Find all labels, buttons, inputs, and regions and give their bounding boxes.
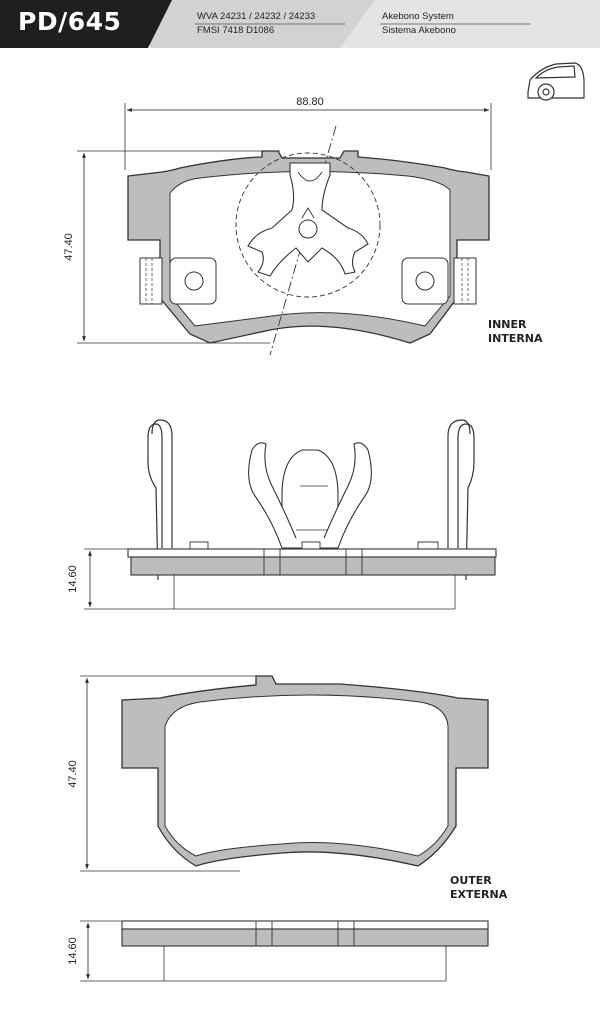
outer-pad-view [80, 675, 489, 872]
wva-references: WVA 24231 / 24232 / 24233 [197, 11, 316, 22]
dimension-thickness-outer: 14.60 [67, 937, 79, 965]
car-rear-wheel-icon [527, 62, 585, 101]
outer-pad-side-view [80, 920, 489, 982]
outer-label-en: OUTER [450, 874, 492, 887]
system-name-es: Sistema Akebono [382, 25, 456, 36]
dimension-width: 88.80 [296, 96, 324, 108]
inner-label: INNER INTERNA [488, 318, 543, 346]
dimension-thickness-inner: 14.60 [67, 565, 79, 593]
inner-pad-side-view [84, 419, 497, 610]
inner-label-en: INNER [488, 318, 527, 331]
header-background [0, 0, 600, 48]
product-code: PD/645 [18, 7, 122, 36]
outer-label: OUTER EXTERNA [450, 874, 507, 902]
dimension-height-inner: 47.40 [63, 233, 75, 261]
header-banner: PD/645 WVA 24231 / 24232 / 24233 FMSI 74… [0, 0, 600, 48]
fmsi-references: FMSI 7418 D1086 [197, 25, 275, 36]
outer-label-es: EXTERNA [450, 888, 508, 901]
inner-label-es: INTERNA [488, 332, 543, 345]
system-name-en: Akebono System [382, 11, 454, 22]
dimension-height-outer: 47.40 [67, 760, 79, 788]
technical-drawing: 88.80 47.40 14.60 47.40 14.60 [63, 62, 585, 982]
inner-pad-view [77, 103, 492, 356]
